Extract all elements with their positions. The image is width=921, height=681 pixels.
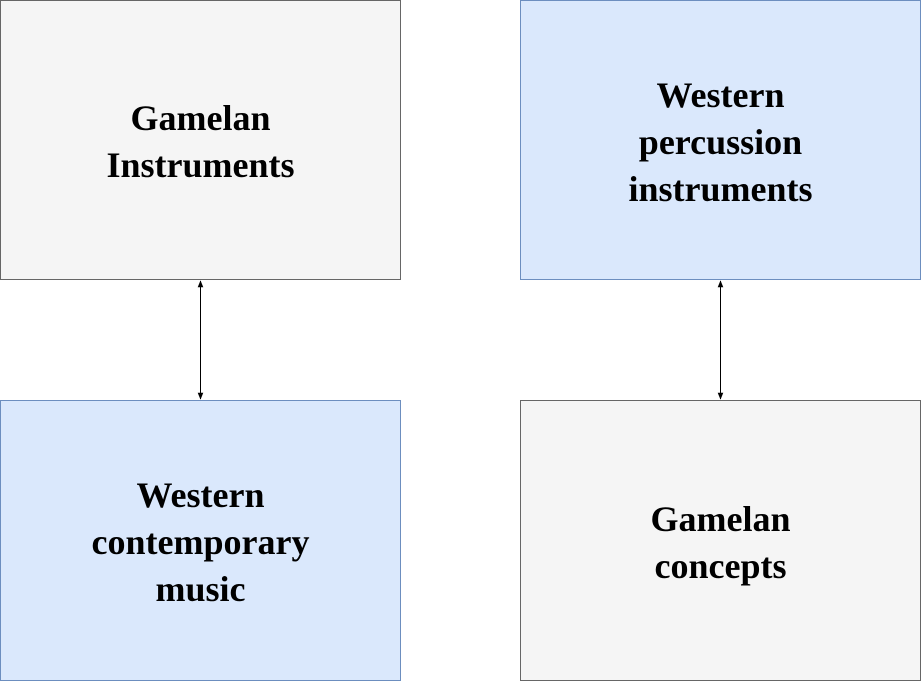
western-percussion-instruments-node: Western percussion instruments xyxy=(520,0,921,280)
western-contemporary-music-node: Western contemporary music xyxy=(0,400,401,681)
western-percussion-instruments-label: Western percussion instruments xyxy=(628,74,813,209)
gamelan-concepts-label: Gamelan concepts xyxy=(650,498,791,586)
gamelan-instruments-label: Gamelan Instruments xyxy=(106,98,295,185)
western-contemporary-music-label: Western contemporary music xyxy=(91,475,310,609)
gamelan-instruments-node: Gamelan Instruments xyxy=(0,0,401,280)
gamelan-concepts-node: Gamelan concepts xyxy=(520,400,921,681)
